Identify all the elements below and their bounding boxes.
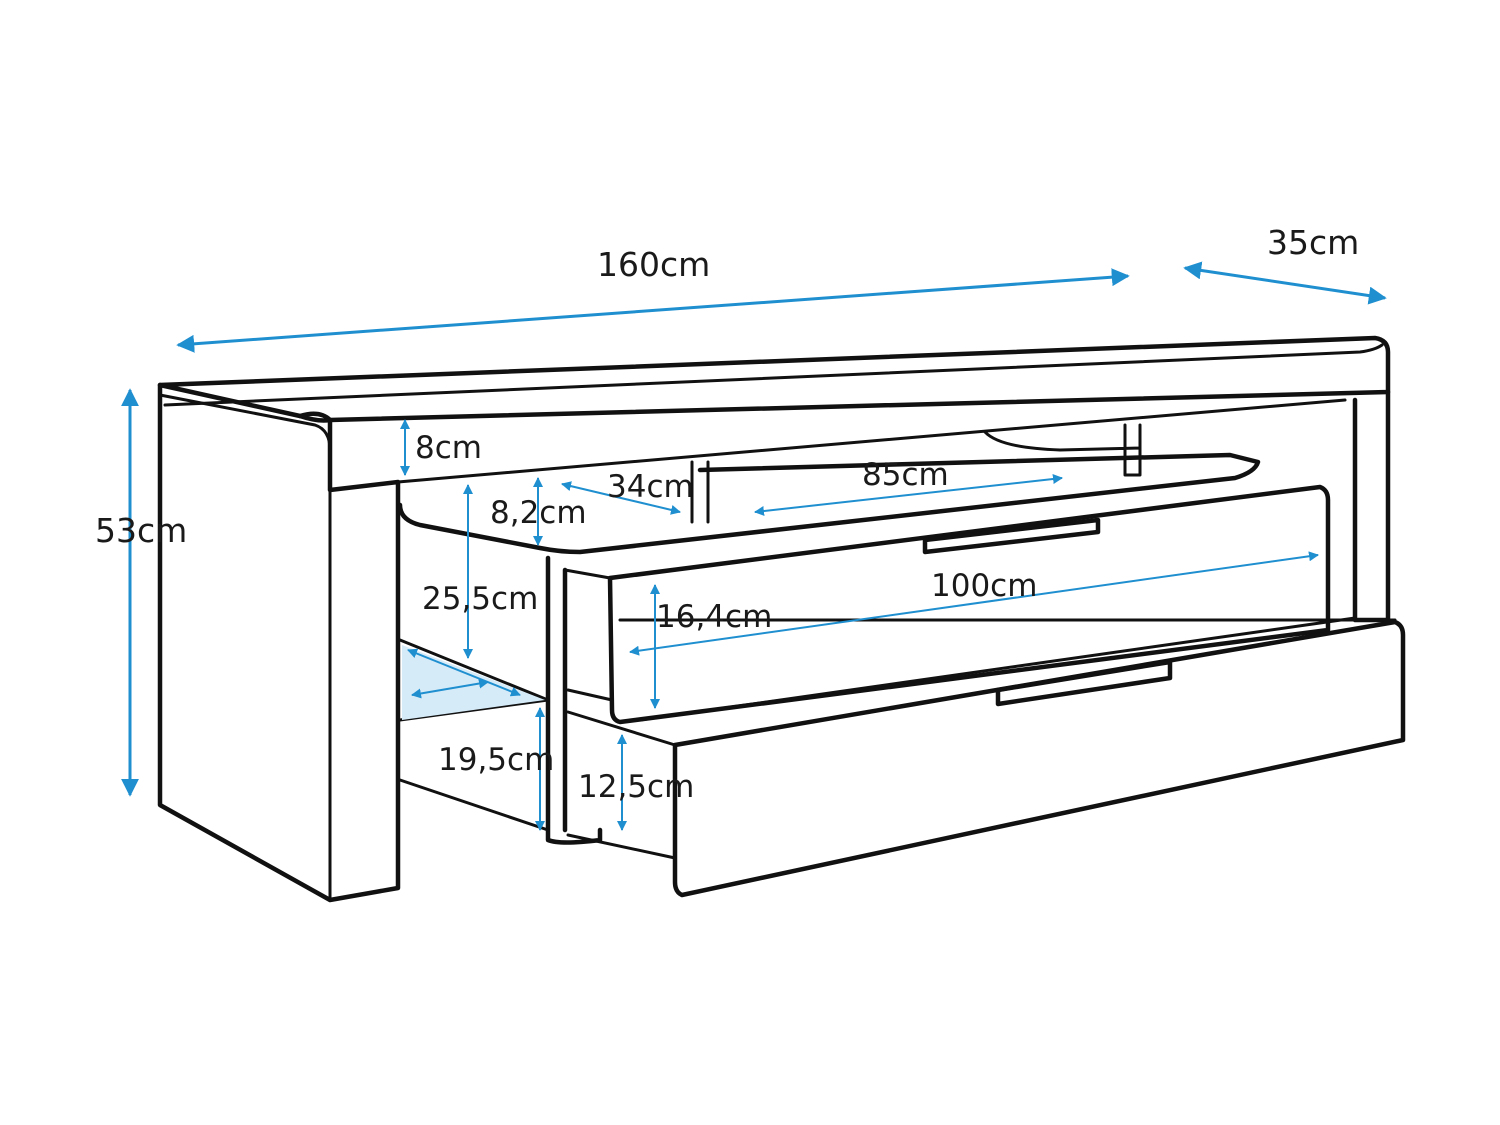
top-board-back-edge: [163, 343, 1384, 407]
upper-drawer-front: [607, 484, 1331, 725]
label-width-total: 160cm: [597, 245, 710, 284]
arrow-led-depth: [407, 648, 521, 697]
upper-drawer-handle: [922, 517, 1101, 555]
under-top-line: [396, 398, 1347, 484]
label-lower-drawer-height: 12,5cm: [578, 769, 694, 805]
left-leg: [157, 382, 401, 903]
lower-drawer-side: [566, 618, 1397, 860]
arrow-shelf-width: [754, 474, 1063, 516]
label-upper-drawer-height: 16,4cm: [656, 599, 772, 635]
label-left-opening: 25,5cm: [422, 581, 538, 617]
arrow-depth-total: [1183, 261, 1387, 305]
shelf-divider: [690, 460, 710, 524]
arrow-drawer-width: [629, 551, 1319, 656]
dimension-labels: 160cm 35cm 53cm 8cm 8,2cm 34cm 85cm 25,5…: [95, 223, 1359, 805]
arrow-shelf-depth: [561, 481, 681, 515]
label-shelf-width: 85cm: [862, 457, 949, 493]
tv-stand-outline: [157, 335, 1406, 903]
label-shelf-depth: 34cm: [607, 469, 694, 505]
arrow-width-total: [176, 268, 1130, 353]
upper-drawer-side: [563, 568, 614, 702]
label-depth-total: 35cm: [1267, 223, 1359, 262]
center-column: [545, 555, 603, 845]
shelf-board: [397, 452, 1261, 555]
left-leg-top-edge: [158, 393, 332, 452]
dimension-arrows: [121, 261, 1387, 831]
label-drawer-width: 100cm: [931, 568, 1037, 604]
lower-drawer-front: [672, 619, 1406, 898]
lower-drawer-handle: [995, 659, 1173, 707]
right-leg: [1352, 389, 1391, 623]
label-shelf-height: 8,2cm: [490, 495, 587, 531]
label-height-total: 53cm: [95, 511, 187, 550]
label-top-panel: 8cm: [415, 430, 482, 466]
shelf-back-piece: [983, 423, 1142, 477]
label-left-lower-opening: 19,5cm: [438, 742, 554, 778]
